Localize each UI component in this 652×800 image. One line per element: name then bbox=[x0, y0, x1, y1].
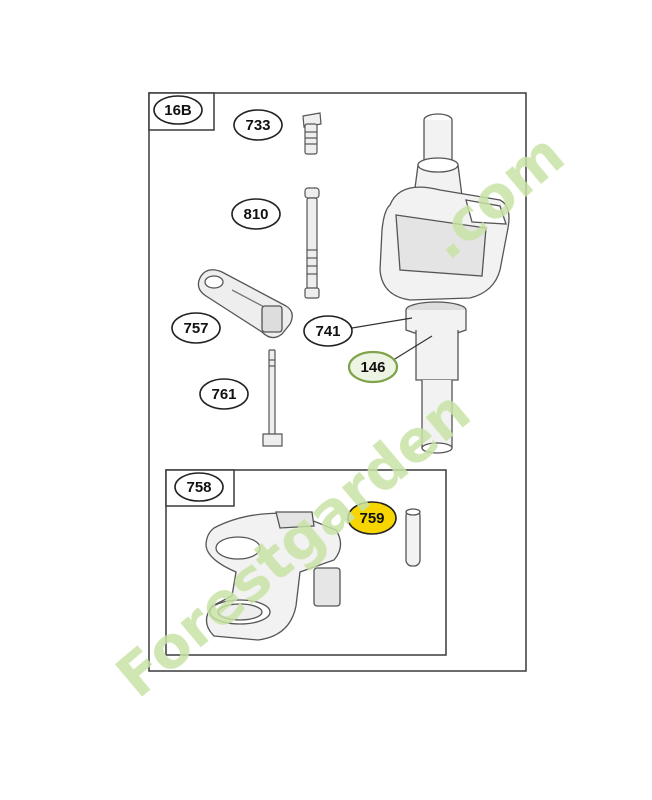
section-label-box: 16B bbox=[148, 92, 215, 131]
diagram-frame bbox=[148, 92, 527, 672]
callout-810-label: 810 bbox=[243, 206, 268, 223]
callout-146[interactable]: 146 bbox=[347, 350, 399, 384]
callout-761-label: 761 bbox=[211, 386, 236, 403]
watermark: Forestgarden .com bbox=[103, 120, 577, 711]
subassembly-box: 758 bbox=[165, 469, 447, 656]
crankshaft-drawing bbox=[379, 113, 510, 454]
callout-759[interactable]: 759 bbox=[347, 501, 397, 535]
callout-759-highlight bbox=[347, 501, 397, 535]
bearing-cover-drawing bbox=[205, 511, 342, 641]
tappet-rod-drawing bbox=[304, 187, 320, 299]
callout-741[interactable]: 741 bbox=[303, 315, 353, 347]
subassembly-label: 758 bbox=[186, 479, 211, 496]
screw-drawing bbox=[302, 112, 322, 155]
connecting-rod-drawing bbox=[197, 269, 293, 339]
callout-146-ring bbox=[347, 350, 399, 384]
callout-733-label: 733 bbox=[245, 117, 270, 134]
callout-146-label: 146 bbox=[360, 359, 385, 376]
callout-741-label: 741 bbox=[315, 323, 340, 340]
callout-761[interactable]: 761 bbox=[199, 378, 249, 410]
section-label: 16B bbox=[164, 102, 192, 119]
callout-733[interactable]: 733 bbox=[233, 109, 283, 141]
callout-757[interactable]: 757 bbox=[171, 312, 221, 344]
dowel-pin-drawing bbox=[405, 508, 421, 567]
callout-759-label: 759 bbox=[359, 510, 384, 527]
watermark-main: Forestgarden bbox=[103, 377, 483, 711]
leader-lines bbox=[345, 317, 433, 363]
bolt-drawing bbox=[262, 349, 283, 447]
callout-810[interactable]: 810 bbox=[231, 198, 281, 230]
callout-757-label: 757 bbox=[183, 320, 208, 337]
